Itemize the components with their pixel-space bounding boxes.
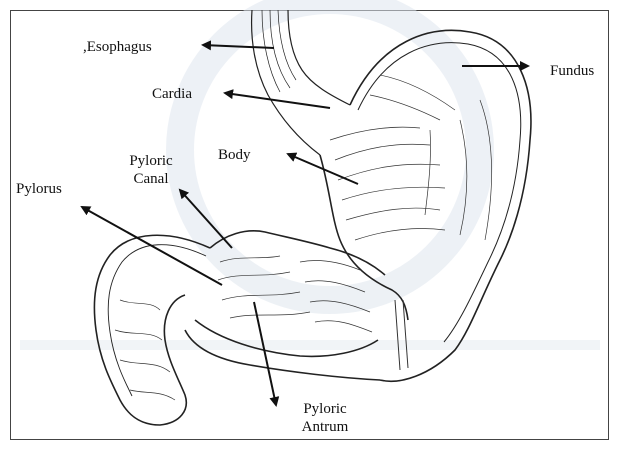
- label-pyloric-canal: Pyloric Canal: [116, 152, 186, 188]
- esophagus-drawing: [252, 10, 350, 155]
- label-pyloric-antrum-line2: Antrum: [290, 418, 360, 436]
- label-pylorus: Pylorus: [16, 180, 62, 198]
- arrow-pyloric-antrum: [254, 302, 276, 405]
- arrow-body: [288, 154, 358, 184]
- label-fundus: Fundus: [550, 62, 594, 80]
- label-body: Body: [218, 146, 251, 164]
- arrow-cardia: [225, 93, 330, 108]
- label-esophagus: ,Esophagus: [83, 38, 152, 56]
- label-pyloric-antrum-line1: Pyloric: [290, 400, 360, 418]
- label-pyloric-antrum: Pyloric Antrum: [290, 400, 360, 436]
- label-pyloric-canal-line2: Canal: [116, 170, 186, 188]
- label-pyloric-canal-line1: Pyloric: [116, 152, 186, 170]
- label-cardia: Cardia: [152, 85, 192, 103]
